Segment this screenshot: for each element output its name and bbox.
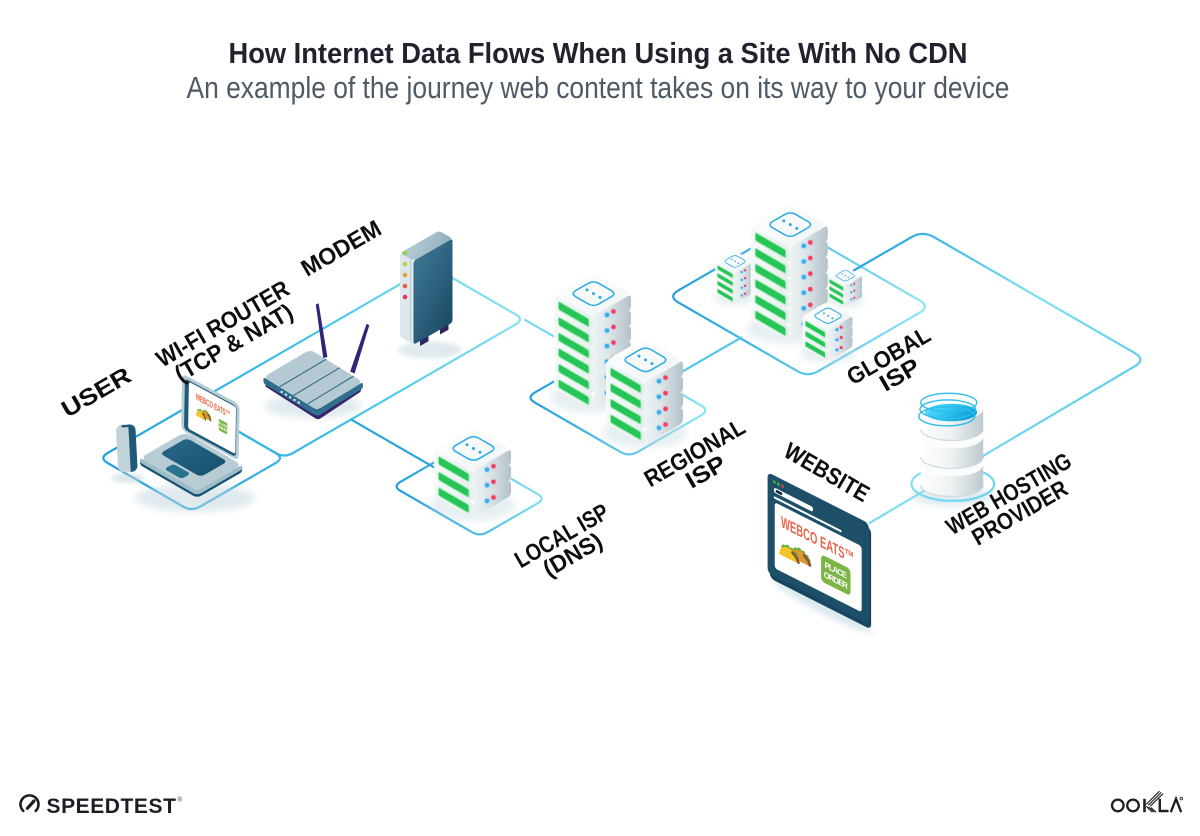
svg-text:How Internet Data Flows When U: How Internet Data Flows When Using a Sit… <box>229 38 968 70</box>
svg-text:An example of the journey web: An example of the journey web content ta… <box>187 70 1010 105</box>
svg-text:ORDER: ORDER <box>219 424 228 433</box>
svg-text:®: ® <box>178 797 183 804</box>
svg-text:PLACE: PLACE <box>219 420 227 429</box>
svg-text:SPEEDTEST: SPEEDTEST <box>47 794 177 818</box>
